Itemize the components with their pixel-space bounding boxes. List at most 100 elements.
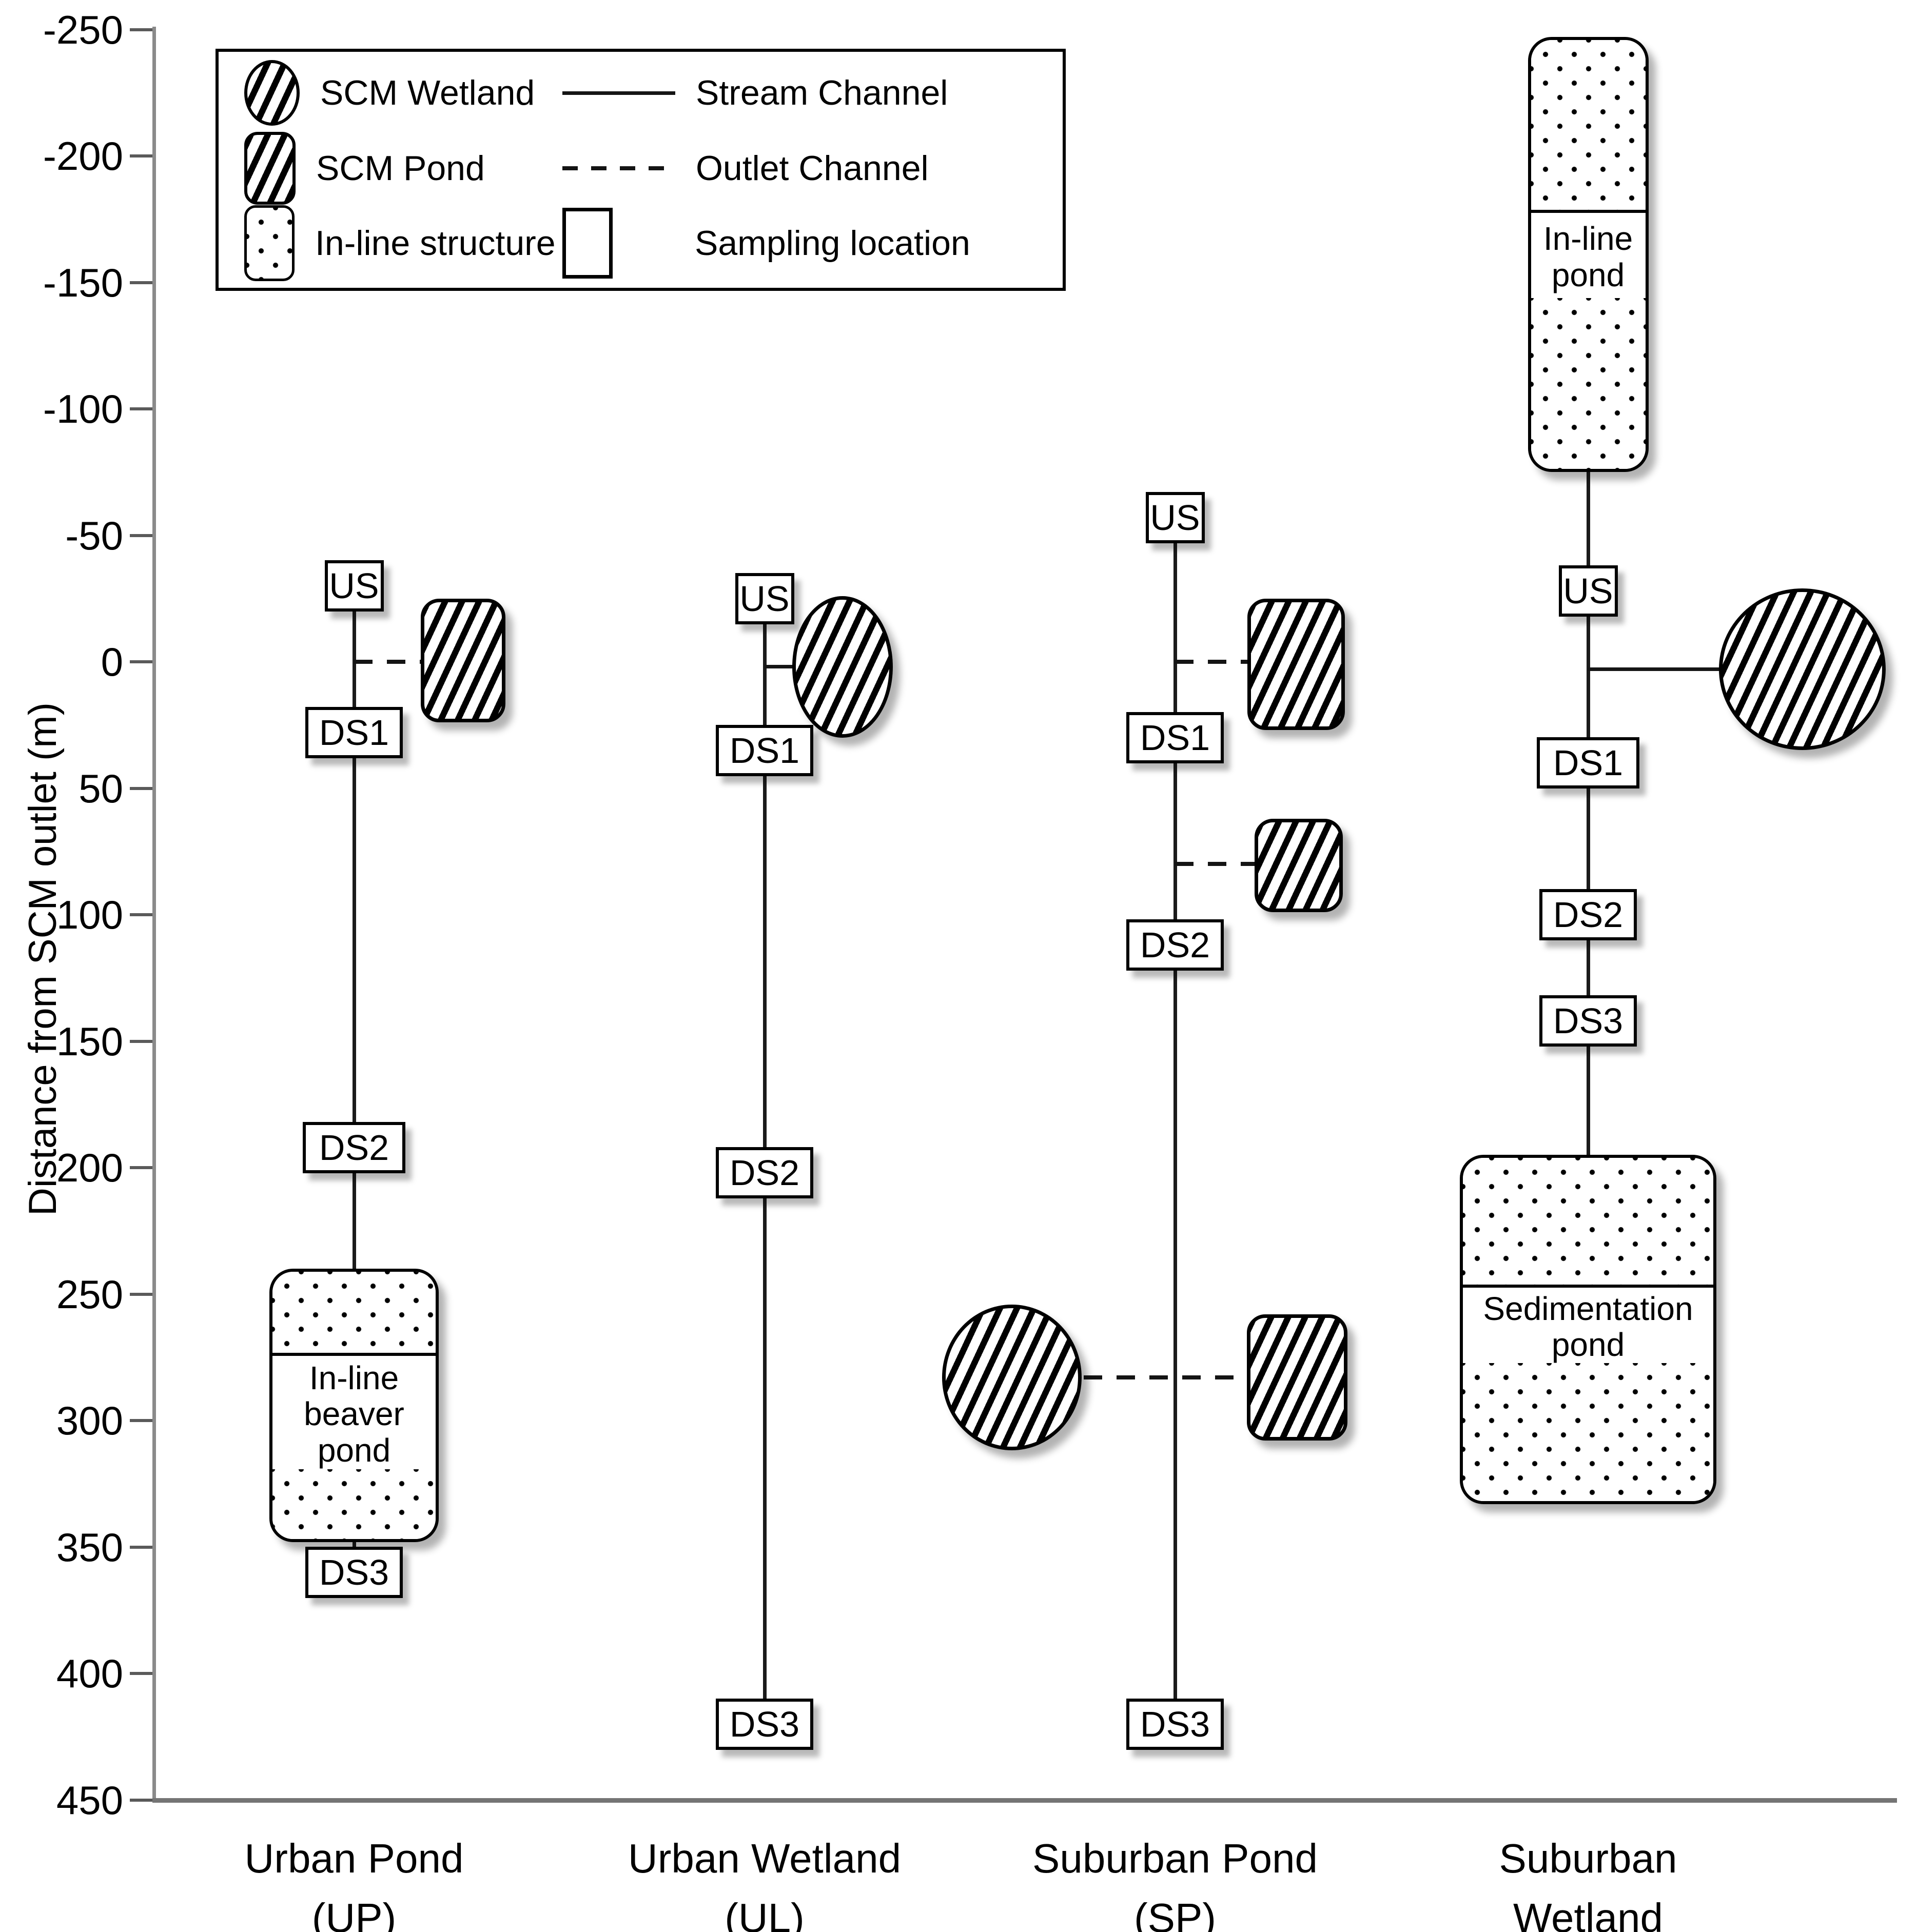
y-axis-line — [152, 27, 156, 1800]
scm-pond-shape — [1255, 818, 1343, 913]
sampling-location-icon — [562, 208, 613, 279]
inline-structure-label-line: pond — [317, 1431, 391, 1469]
legend-item-label: Sampling location — [695, 224, 970, 263]
scm-pond-shape — [420, 598, 505, 723]
sampling-location-box-ds1: DS1 — [1537, 737, 1639, 789]
stream-connector-line — [1588, 667, 1722, 671]
scm-pond-shape — [1247, 598, 1345, 731]
y-tick-label: -50 — [65, 512, 123, 558]
sampling-location-box-us: US — [324, 560, 384, 612]
legend-item: Sampling location — [562, 205, 970, 282]
legend-item: Outlet Channel — [562, 130, 929, 207]
y-tick-label: -150 — [43, 260, 123, 305]
outlet-channel-line — [1175, 660, 1247, 664]
inline-structure-fill — [272, 1272, 436, 1353]
inline-structure-label-line: beaver — [304, 1395, 404, 1433]
y-tick-label: 50 — [79, 765, 123, 811]
y-tick — [130, 1545, 152, 1549]
scm-wetland-shape — [942, 1305, 1082, 1451]
legend-item-label: SCM Wetland — [320, 73, 535, 112]
inline-structure-label-line: pond — [1551, 1326, 1625, 1364]
y-tick — [130, 1672, 152, 1675]
stream-channel-line — [1173, 517, 1177, 1724]
inline-structure-fill — [1463, 1158, 1713, 1285]
sampling-location-box-ds3: DS3 — [716, 1698, 813, 1750]
site-label: Suburban Pond (SP) — [1032, 1836, 1318, 1932]
sampling-location-box-ds1: DS1 — [1126, 712, 1224, 763]
y-tick — [130, 534, 152, 537]
y-tick — [130, 913, 152, 916]
site-label: Suburban Wetland (SL) — [1499, 1836, 1677, 1932]
y-tick-label: 250 — [56, 1271, 123, 1317]
sampling-location-box-us: US — [1145, 491, 1205, 543]
scm-wetland-shape — [792, 596, 893, 738]
sampling-location-box-ds2: DS2 — [716, 1147, 813, 1198]
sampling-location-box-ds2: DS2 — [1539, 889, 1637, 940]
y-tick — [130, 28, 152, 31]
sampling-location-box-ds3: DS3 — [1539, 995, 1637, 1047]
inline-structure-fill — [272, 1469, 436, 1539]
sampling-location-box-ds2: DS2 — [1126, 919, 1224, 971]
y-tick — [130, 1292, 152, 1296]
y-tick — [130, 281, 152, 284]
legend-item: SCM Pond — [244, 130, 485, 207]
inline-structure-fill — [1531, 298, 1646, 469]
inline-structure-label-line: In-line — [1543, 220, 1633, 258]
sampling-location-box-ds3: DS3 — [1126, 1698, 1224, 1750]
y-tick — [130, 154, 152, 157]
stream-channel-line — [353, 586, 356, 1572]
sampling-location-box-ds3: DS3 — [305, 1546, 403, 1598]
scm-pond-icon — [244, 132, 296, 205]
y-tick-label: 350 — [56, 1524, 123, 1570]
legend-item-label: SCM Pond — [316, 149, 485, 188]
legend-item: In-line structure — [244, 205, 556, 282]
inline-structure-icon — [244, 205, 295, 281]
site-label: Urban Wetland (UL) — [628, 1836, 902, 1932]
sampling-location-box-ds1: DS1 — [716, 724, 813, 776]
y-tick — [130, 1166, 152, 1169]
y-tick-label: -200 — [43, 133, 123, 179]
stream-channel-line — [1587, 459, 1590, 1496]
legend-item-label: Outlet Channel — [696, 149, 929, 188]
stream-channel-icon — [562, 91, 675, 95]
inline-structure-label-line: Sedimentation — [1483, 1290, 1693, 1327]
legend-item-label: Stream Channel — [696, 73, 948, 112]
outlet-channel-line — [1175, 862, 1255, 866]
outlet-channel-line — [354, 660, 421, 664]
y-tick-label: 200 — [56, 1145, 123, 1190]
y-tick-label: 450 — [56, 1777, 123, 1823]
y-tick-label: 0 — [101, 639, 123, 684]
y-tick — [130, 1798, 152, 1802]
stream-connector-line — [765, 664, 795, 668]
legend-item: Stream Channel — [562, 54, 948, 131]
y-tick-label: 100 — [56, 892, 123, 937]
outlet-channel-line — [1084, 1375, 1247, 1380]
inline-structure-fill — [1463, 1363, 1713, 1501]
x-axis-line — [152, 1798, 1897, 1803]
outlet-channel-icon — [562, 166, 675, 170]
y-tick-label: -250 — [43, 7, 123, 52]
y-tick — [130, 1039, 152, 1043]
sampling-location-box-ds1: DS1 — [305, 707, 403, 759]
y-tick-label: 300 — [56, 1398, 123, 1443]
scm-wetland-icon — [244, 60, 300, 126]
scm-pond-shape — [1247, 1314, 1347, 1441]
site-label: Urban Pond (UP) — [244, 1836, 464, 1932]
y-tick-label: -100 — [43, 386, 123, 431]
sampling-location-box-us: US — [735, 573, 794, 624]
scm-wetland-shape — [1718, 588, 1886, 751]
y-tick-label: 150 — [56, 1018, 123, 1064]
y-tick — [130, 660, 152, 663]
inline-structure-label-line: pond — [1551, 256, 1625, 293]
y-tick — [130, 407, 152, 410]
sampling-location-box-ds2: DS2 — [303, 1121, 405, 1173]
sampling-location-box-us: US — [1558, 565, 1618, 617]
